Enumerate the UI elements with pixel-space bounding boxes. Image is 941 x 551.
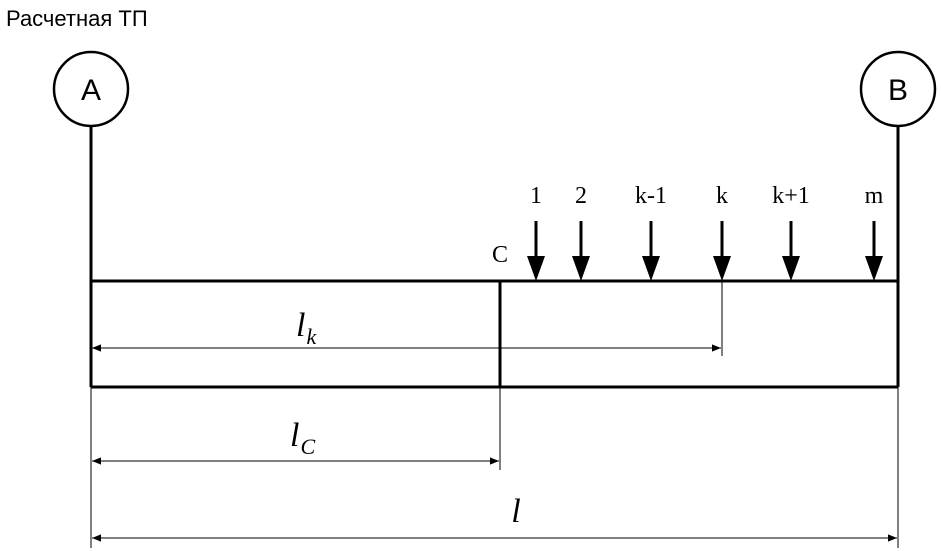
load-label-1: 1	[530, 183, 542, 209]
load-label-k-plus-1: k+1	[772, 183, 810, 209]
dimension-lc-sub: C	[300, 434, 315, 459]
node-b-label: B	[888, 74, 908, 107]
node-a-label: A	[81, 74, 101, 107]
dimension-lk-sub: k	[306, 324, 317, 349]
load-arrow-head-k	[713, 256, 731, 281]
load-m: m	[865, 183, 884, 281]
load-label-k: k	[716, 183, 728, 209]
load-label-k-1: k-1	[635, 183, 667, 209]
dimension-lk-base: l	[296, 307, 305, 344]
load-k-plus-1: k+1	[772, 183, 810, 281]
dimension-lk-label: lk	[296, 307, 317, 349]
load-arrow-head-m	[865, 256, 883, 281]
dimension-lc-base: l	[290, 417, 299, 454]
dimension-lc: lC	[92, 417, 499, 465]
node-b: B	[859, 50, 937, 128]
load-2: 2	[572, 183, 590, 281]
load-label-2: 2	[575, 183, 587, 209]
load-arrow-head-k-1	[642, 256, 660, 281]
load-arrow-head-1	[527, 256, 545, 281]
diagram-title: Расчетная ТП	[6, 6, 148, 31]
load-k-1: k-1	[635, 183, 667, 281]
load-arrow-head-2	[572, 256, 590, 281]
load-k: k	[713, 183, 731, 281]
node-a: A	[52, 50, 130, 128]
dimension-lc-label: lC	[290, 417, 315, 459]
point-c-label: C	[492, 242, 508, 268]
dimension-l-label: l	[511, 493, 520, 530]
dimension-l: l	[92, 493, 897, 542]
load-1: 1	[527, 183, 545, 281]
load-arrow-head-k-plus-1	[782, 256, 800, 281]
dimension-lk: lk	[92, 307, 721, 352]
load-label-m: m	[865, 183, 884, 209]
